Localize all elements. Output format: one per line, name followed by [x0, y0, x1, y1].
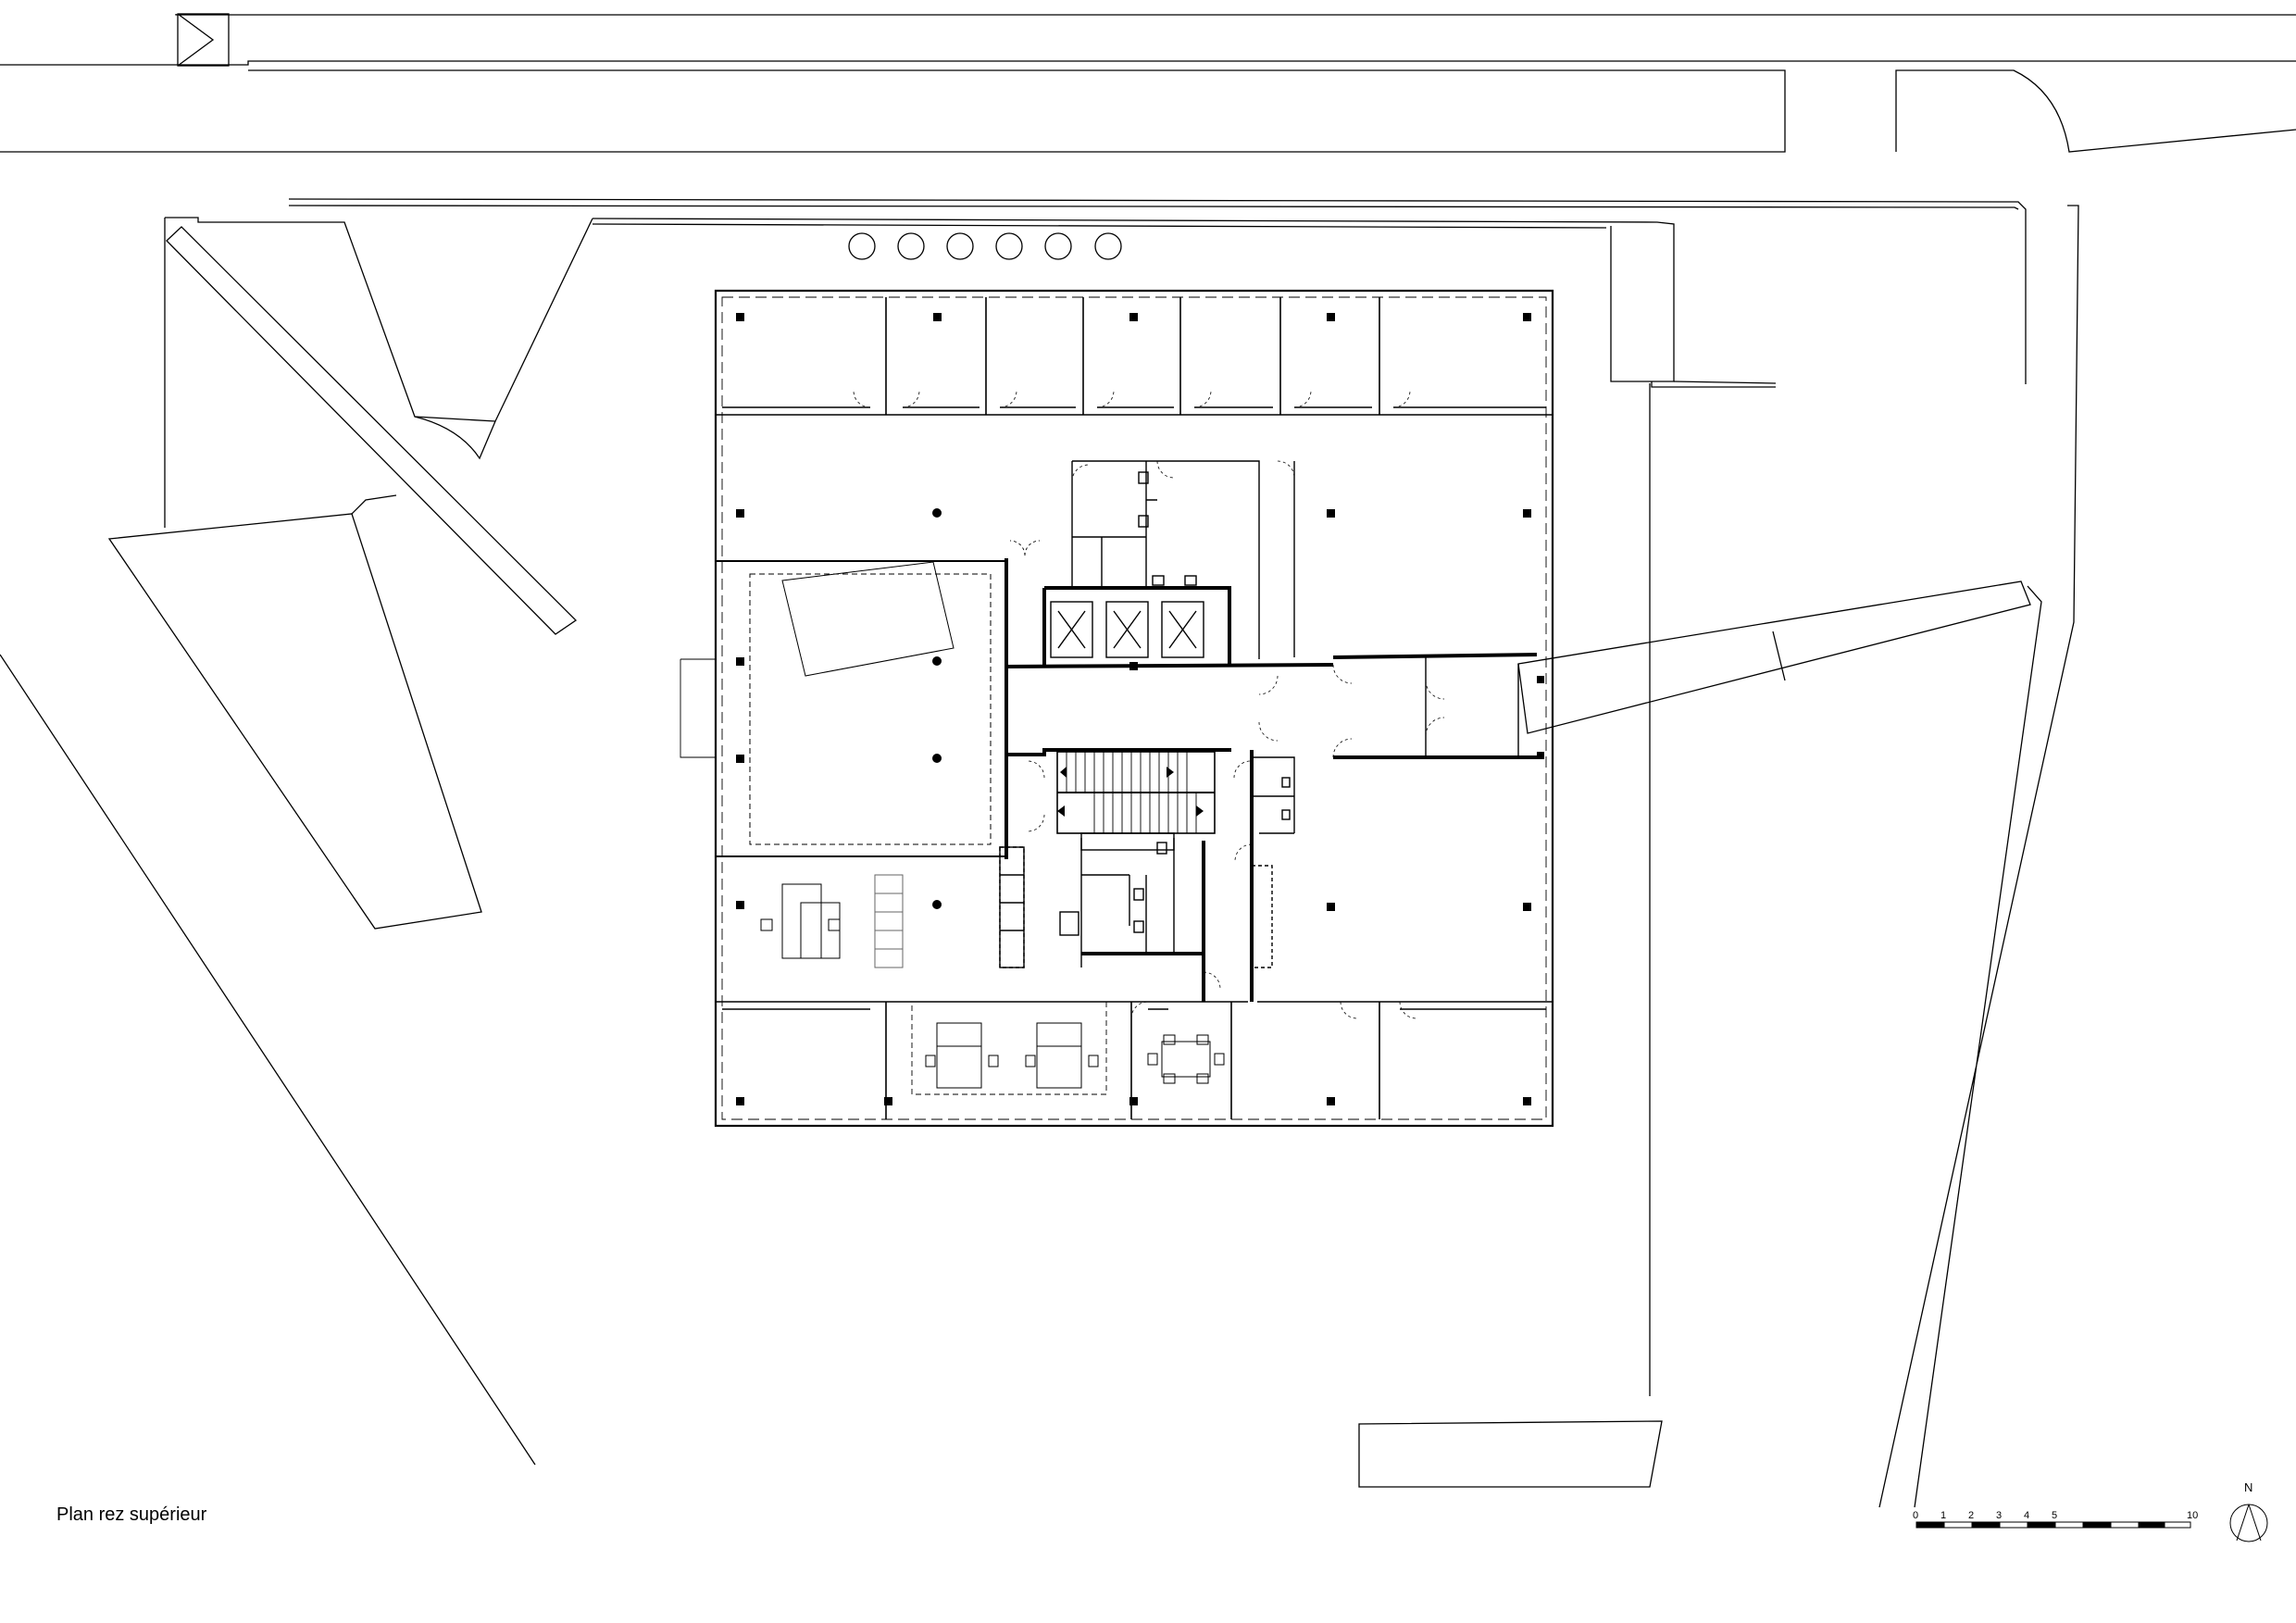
boundary-wall-inner — [592, 218, 1675, 382]
north-offices — [716, 297, 1553, 416]
road-edge-top — [0, 14, 2296, 66]
building-envelope — [714, 289, 1554, 1128]
entry-marker — [177, 13, 230, 67]
scale-bar: 0 1 2 3 4 5 10 — [1913, 1510, 2198, 1529]
building — [680, 289, 1554, 1128]
scale-tick-label: 5 — [2052, 1510, 2057, 1521]
west-diagonal — [0, 654, 536, 1466]
tree — [848, 232, 876, 260]
lift — [1105, 601, 1149, 658]
scale-tick-label: 2 — [1968, 1510, 1974, 1521]
site-context — [0, 13, 2296, 1508]
south-offices — [716, 1001, 1553, 1119]
scale-bar-segment — [2138, 1521, 2165, 1529]
scale-bar-segment — [1915, 1521, 1945, 1529]
west-path — [164, 217, 593, 528]
lift-shafts — [1050, 601, 1204, 658]
entry-triangle — [177, 13, 215, 67]
scale-bar-segment — [2082, 1521, 2112, 1529]
tree — [946, 232, 974, 260]
tree — [1094, 232, 1122, 260]
lift — [1161, 601, 1204, 658]
columns — [736, 313, 1544, 1105]
hall — [680, 540, 1041, 857]
tree — [1044, 232, 1072, 260]
service-rooms-south — [999, 756, 1295, 990]
lounge-furniture — [760, 874, 904, 968]
north-arrow: N — [2229, 1480, 2268, 1542]
meeting-furniture — [925, 1022, 1225, 1089]
tree — [995, 232, 1023, 260]
boundary-wall-east — [1651, 381, 1777, 388]
scale-tick-label: 1 — [1940, 1510, 1946, 1521]
scale-tick-label: 10 — [2187, 1510, 2198, 1521]
west-wedge — [107, 513, 482, 930]
west-wedge-inner — [351, 494, 397, 515]
scale-bar-segment — [2027, 1521, 2056, 1529]
stair — [1056, 751, 1216, 834]
north-arrow-pointer — [2236, 1504, 2262, 1542]
drawing-title: Plan rez supérieur — [56, 1504, 207, 1525]
core — [1004, 558, 1538, 1002]
lift — [1050, 601, 1093, 658]
tree-row — [848, 232, 1122, 260]
scale-tick-label: 4 — [2024, 1510, 2029, 1521]
building-envelope-inner — [721, 296, 1547, 1120]
south-block — [1358, 1420, 1663, 1488]
east-boundary — [1649, 205, 2079, 1508]
ramp — [166, 226, 578, 635]
entry-corridor — [1258, 657, 1519, 758]
north-arrow-circle — [2229, 1504, 2268, 1542]
scale-tick-label: 0 — [1913, 1510, 1918, 1521]
service-rooms — [1071, 460, 1295, 659]
scale-tick-label: 3 — [1996, 1510, 2002, 1521]
ramp-entry — [414, 416, 496, 460]
road-edge — [0, 69, 2296, 153]
bridge — [1517, 581, 2031, 734]
north-label: N — [2244, 1480, 2252, 1494]
scale-bar-segment — [1971, 1521, 2001, 1529]
boundary-wall — [288, 198, 2027, 384]
tree — [897, 232, 925, 260]
